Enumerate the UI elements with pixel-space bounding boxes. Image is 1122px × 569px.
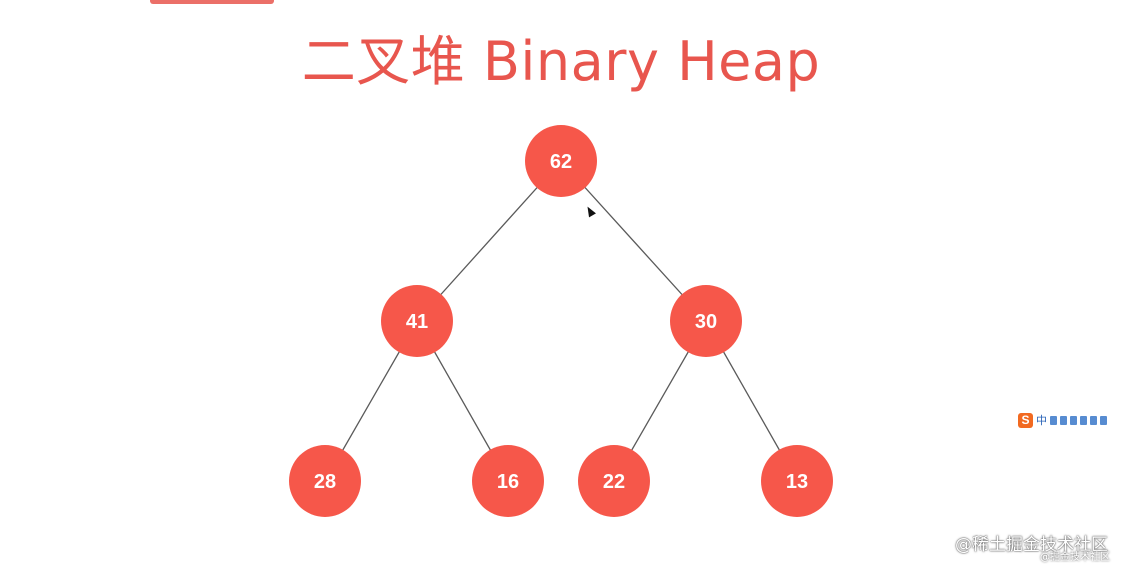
heap-node-label: 30 bbox=[695, 311, 717, 333]
moon-icon[interactable] bbox=[1050, 415, 1057, 425]
heap-node-circle bbox=[381, 285, 453, 357]
keyboard-icon[interactable] bbox=[1070, 415, 1077, 425]
ime-mode-label[interactable]: 中 bbox=[1036, 414, 1047, 427]
ime-toolbar[interactable]: S 中 bbox=[1018, 411, 1122, 429]
heap-node-label: 28 bbox=[314, 471, 336, 493]
heap-node-label: 22 bbox=[603, 471, 625, 493]
heap-node-circle bbox=[761, 445, 833, 517]
tools-icon[interactable] bbox=[1100, 415, 1107, 425]
heap-node-label: 62 bbox=[550, 151, 572, 173]
slide-title: 二叉堆 Binary Heap bbox=[301, 30, 821, 93]
top-logo-fragment bbox=[150, 0, 274, 4]
sogou-logo-icon[interactable]: S bbox=[1018, 412, 1033, 428]
heap-node-label: 16 bbox=[497, 471, 519, 493]
heap-node-circle bbox=[472, 445, 544, 517]
clipboard-icon[interactable] bbox=[1080, 415, 1087, 425]
heap-node-label: 41 bbox=[406, 311, 428, 333]
tree-nodes: 62 41 30 28 16 22 13 bbox=[289, 125, 833, 517]
heap-node-30: 30 bbox=[670, 285, 742, 357]
heap-node-circle bbox=[289, 445, 361, 517]
shirt-icon[interactable] bbox=[1090, 415, 1097, 425]
watermark-main: @稀土掘金技术社区 bbox=[955, 535, 1108, 555]
watermark-secondary: @掘金技术社区 bbox=[1040, 552, 1110, 563]
heap-node-circle bbox=[670, 285, 742, 357]
heap-node-16: 16 bbox=[472, 445, 544, 517]
punctuation-icon[interactable] bbox=[1060, 415, 1067, 425]
heap-node-circle bbox=[578, 445, 650, 517]
heap-node-13: 13 bbox=[761, 445, 833, 517]
heap-node-label: 13 bbox=[786, 471, 808, 493]
heap-node-28: 28 bbox=[289, 445, 361, 517]
heap-node-circle bbox=[525, 125, 597, 197]
heap-node-41: 41 bbox=[381, 285, 453, 357]
heap-node-22: 22 bbox=[578, 445, 650, 517]
heap-node-62: 62 bbox=[525, 125, 597, 197]
